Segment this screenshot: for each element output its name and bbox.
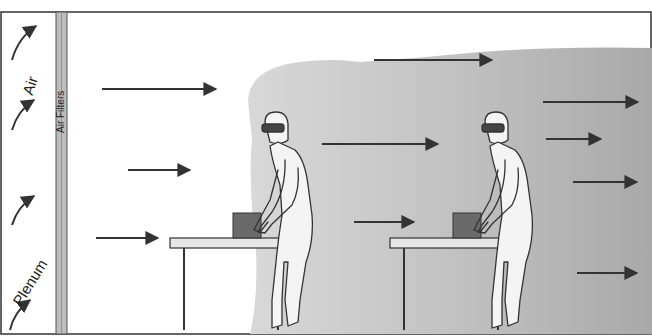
- air-filters-label: Air Filters: [56, 91, 66, 133]
